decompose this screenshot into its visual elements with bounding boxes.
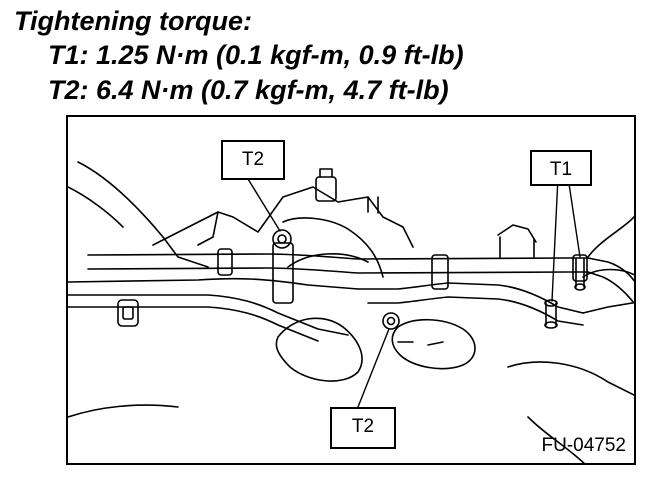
callout-t2-top: T2	[221, 140, 285, 180]
callout-t1: T1	[530, 150, 592, 186]
fuel-line-illustration: T2 T1 T2 FU-04752	[66, 115, 636, 465]
torque-spec-t2: T2: 6.4 N·m (0.7 kgf-m, 4.7 ft-lb)	[48, 75, 449, 105]
figure-code: FU-04752	[541, 435, 627, 456]
callout-t2-bottom: T2	[330, 407, 396, 449]
fuel-line-drawing	[68, 161, 634, 463]
torque-heading: Tightening torque:	[14, 6, 252, 36]
torque-spec-t1: T1: 1.25 N·m (0.1 kgf-m, 0.9 ft-lb)	[48, 40, 464, 70]
